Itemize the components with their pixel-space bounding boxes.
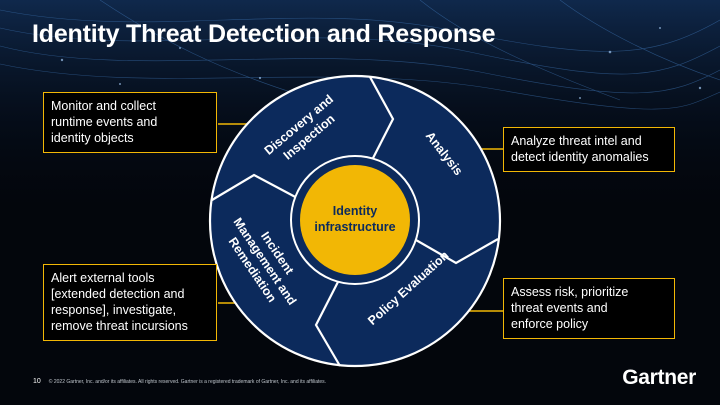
- page-title: Identity Threat Detection and Response: [32, 20, 496, 48]
- callout-top-right: Analyze threat intel and detect identity…: [503, 127, 675, 172]
- callout-top-left: Monitor and collect runtime events and i…: [43, 92, 217, 153]
- gartner-logo: Gartner: [622, 366, 696, 389]
- segment-dividers: [211, 76, 499, 367]
- center-label-line2: infrastructure: [314, 220, 395, 234]
- center-label-line1: Identity: [333, 204, 377, 218]
- divider-left: [211, 173, 302, 201]
- callout-bottom-right: Assess risk, prioritize threat events an…: [503, 278, 675, 339]
- divider-right: [408, 235, 499, 265]
- callout-bottom-left: Alert external tools [extended detection…: [43, 264, 217, 341]
- divider-bottom: [314, 275, 342, 367]
- divider-top: [369, 76, 395, 165]
- copyright-text: © 2022 Gartner, Inc. and/or its affiliat…: [48, 379, 327, 385]
- center-circle: [300, 165, 410, 275]
- footer: 10 © 2022 Gartner, Inc. and/or its affili…: [33, 378, 326, 385]
- page-number: 10: [33, 378, 41, 385]
